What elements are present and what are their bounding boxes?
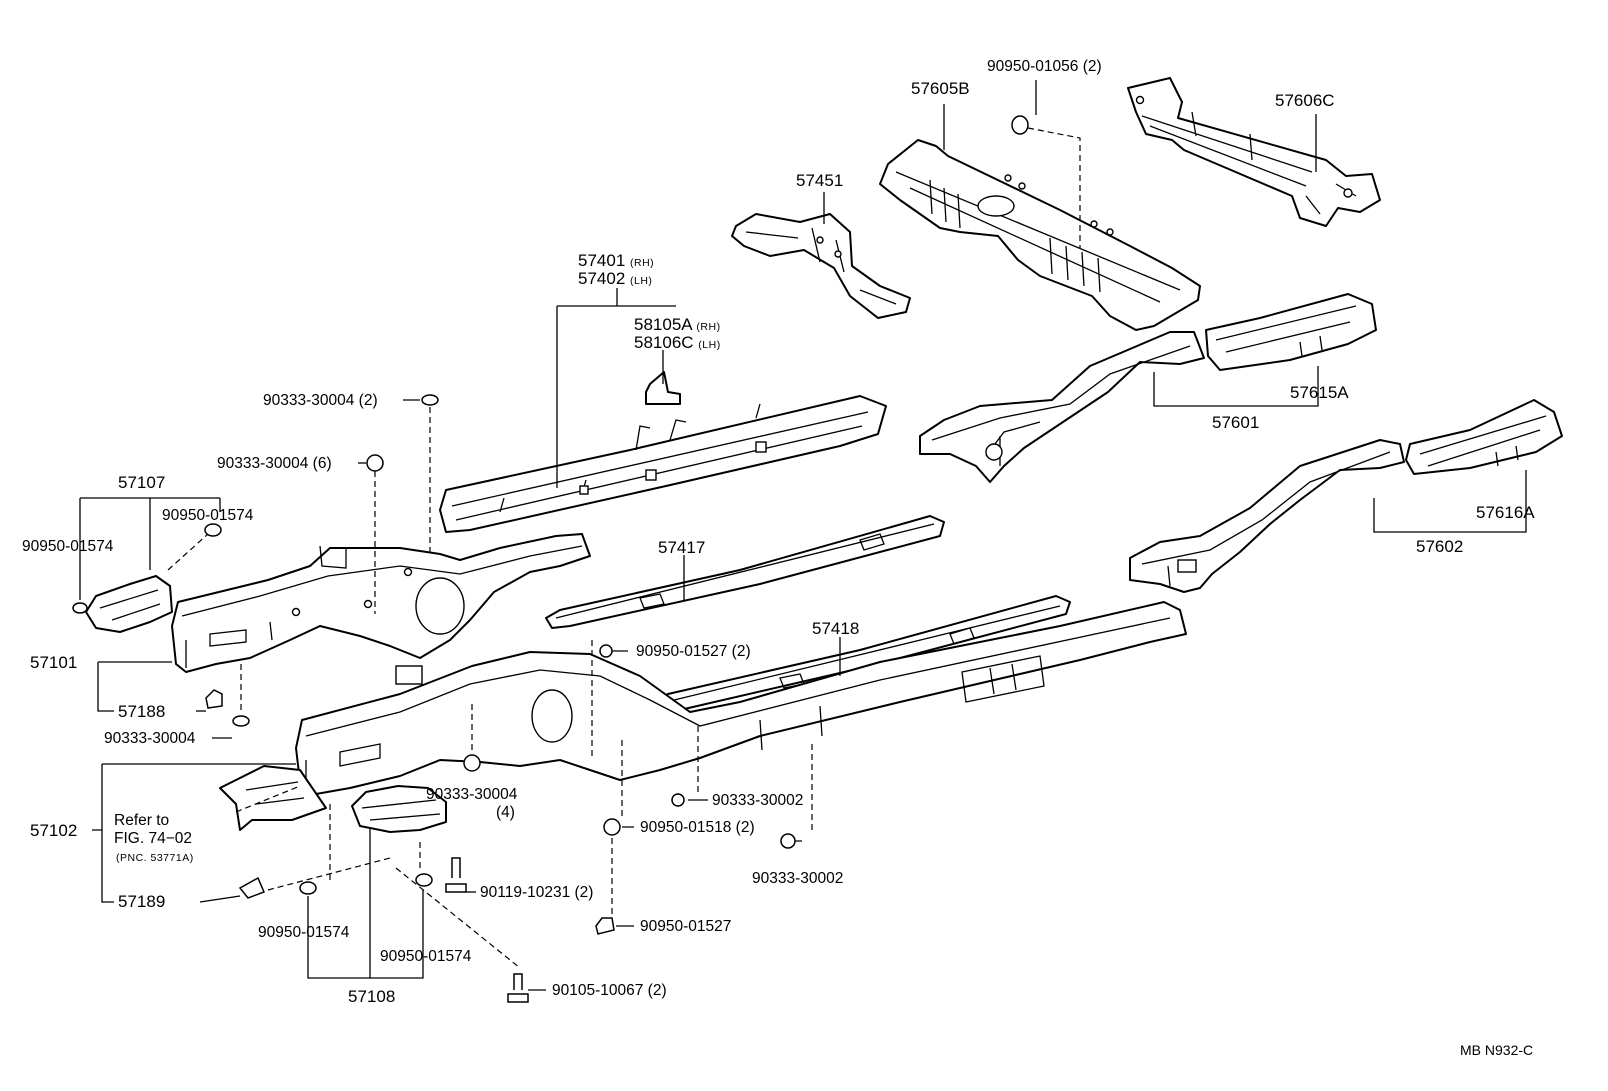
label-57188: 57188 — [118, 702, 166, 721]
part-57451-bracket — [731, 213, 911, 319]
label-qty: (2) — [1082, 58, 1102, 75]
label-part: 58106C — [634, 333, 694, 352]
label-57616a: 57616A — [1476, 503, 1535, 522]
label-90950-01056: 90950-01056 (2) — [987, 58, 1102, 75]
part-57616a-extension — [1405, 399, 1563, 475]
fasteners — [72, 115, 1029, 1003]
part-refer-plate — [219, 765, 327, 831]
part-57101-front-frame — [171, 533, 591, 673]
part-57107-mount — [85, 575, 173, 633]
label-90333-30004-c: 90333-30004 — [104, 730, 196, 747]
label-refer-line3: (PNC. 53771A) — [116, 852, 194, 864]
part-57108-mount — [351, 785, 447, 833]
label-57606c: 57606C — [1275, 91, 1335, 110]
label-side: (LH) — [630, 275, 653, 287]
part-58105a-bracket — [645, 371, 681, 405]
part-57102-lower-frame — [295, 601, 1187, 795]
part-57605b-cross-member — [879, 139, 1201, 331]
label-57417: 57417 — [658, 538, 706, 557]
label-57402: 57402 (LH) — [578, 270, 652, 290]
label-57107: 57107 — [118, 473, 166, 492]
part-57601-rear-rail — [919, 331, 1205, 483]
label-90333-30004-2: 90333-30004 (2) — [263, 392, 378, 409]
label-58105a: 58105A (RH) — [634, 316, 721, 336]
label-90333-30002-a: 90333-30002 — [712, 792, 804, 809]
label-90950-01574-d: 90950-01574 — [380, 948, 472, 965]
part-57615a-extension — [1205, 293, 1377, 371]
label-90950-01518: 90950-01518 (2) — [640, 819, 755, 836]
label-part: 57402 — [578, 269, 626, 288]
part-57401-side-rail — [439, 395, 887, 533]
label-57615a: 57615A — [1290, 383, 1349, 402]
label-90950-01574-a: 90950-01574 — [162, 507, 254, 524]
label-90333-30004-4-qty: (4) — [496, 804, 515, 821]
label-57601: 57601 — [1212, 413, 1260, 432]
label-part: 58105A — [634, 315, 692, 334]
label-side: (RH) — [696, 321, 721, 333]
label-part: 57401 — [578, 251, 626, 270]
label-refer-line1: Refer to — [114, 812, 170, 829]
label-57401: 57401 (RH) — [578, 252, 654, 272]
part-57602-rear-rail — [1129, 439, 1405, 593]
label-90105-10067: 90105-10067 (2) — [552, 982, 667, 999]
label-90950-01574-b: 90950-01574 — [22, 538, 114, 555]
label-57102: 57102 — [30, 821, 78, 840]
label-refer-line2: FIG. 74−02 — [114, 830, 192, 847]
label-90333-30002-b: 90333-30002 — [752, 870, 844, 887]
leader-lines — [79, 80, 1527, 991]
label-57189: 57189 — [118, 892, 166, 911]
label-90950-01527-2: 90950-01527 (2) — [636, 643, 751, 660]
label-90333-30004-6: 90333-30004 (6) — [217, 455, 332, 472]
label-part: 90950-01056 — [987, 58, 1079, 75]
label-side: (RH) — [630, 257, 655, 269]
label-58106c: 58106C (LH) — [634, 334, 721, 354]
label-57451: 57451 — [796, 171, 844, 190]
label-57418: 57418 — [812, 619, 860, 638]
part-57417-reinforcement — [545, 515, 945, 629]
label-57108: 57108 — [348, 987, 396, 1006]
label-57605b: 57605B — [911, 79, 970, 98]
label-side: (LH) — [698, 339, 721, 351]
label-57101: 57101 — [30, 653, 78, 672]
diagram-code: MB N932-C — [1460, 1042, 1534, 1058]
label-90950-01574-c: 90950-01574 — [258, 924, 350, 941]
label-90333-30004-4: 90333-30004 — [426, 786, 518, 803]
label-90950-01527: 90950-01527 — [640, 918, 732, 935]
label-57602: 57602 — [1416, 537, 1464, 556]
label-90119-10231: 90119-10231 (2) — [480, 884, 594, 901]
part-57606c-cross-member — [1127, 77, 1381, 227]
